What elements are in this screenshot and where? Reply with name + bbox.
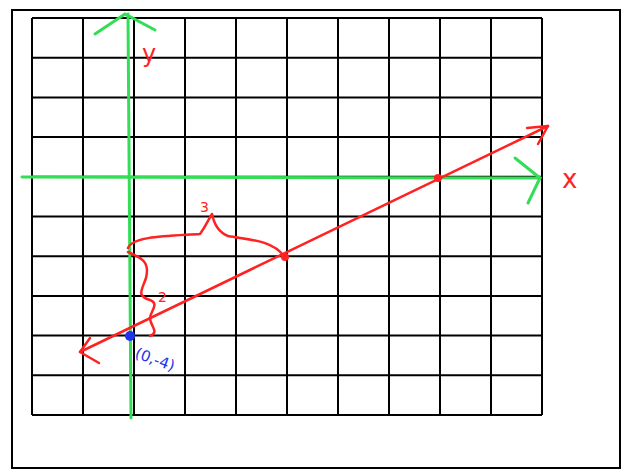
axis-label: x — [562, 166, 577, 192]
axes — [22, 14, 540, 418]
grid-line — [490, 18, 492, 415]
grid-line — [32, 374, 542, 376]
grid-line — [337, 18, 339, 415]
grid-line — [439, 18, 441, 415]
point — [281, 253, 289, 261]
rise-brace — [128, 252, 154, 336]
run-brace — [128, 214, 284, 256]
grid-line — [32, 295, 542, 297]
grid-line — [32, 335, 542, 337]
grid-line — [32, 216, 542, 218]
run-label: 3 — [200, 200, 209, 214]
grid-line — [388, 18, 390, 415]
grid — [32, 18, 542, 415]
y-intercept-point — [125, 331, 135, 341]
point — [434, 174, 442, 182]
axis-label: y — [142, 42, 156, 66]
grid-line — [541, 18, 543, 415]
grid-line — [32, 414, 542, 416]
point-label: (0,-4) — [133, 346, 177, 374]
frame — [12, 10, 620, 468]
rise-label: 2 — [158, 290, 167, 304]
line-graph — [80, 126, 548, 363]
